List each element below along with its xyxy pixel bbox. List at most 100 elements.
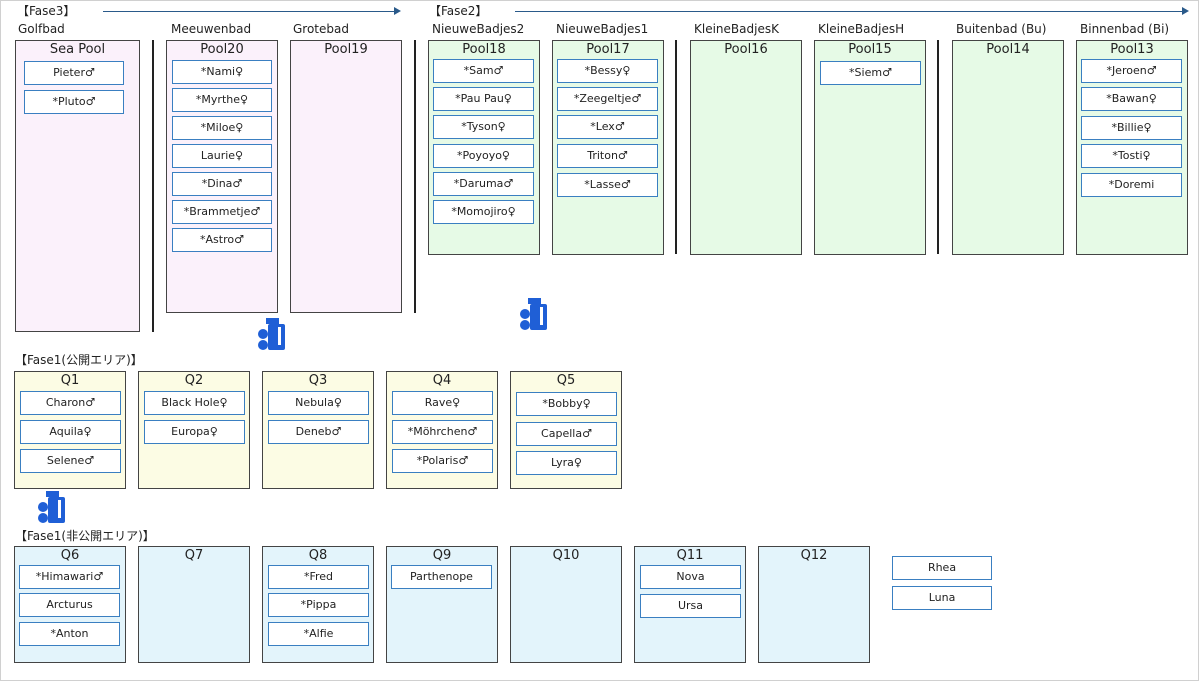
phase-fase1-public-label: 【Fase1(公開エリア)】 <box>15 353 143 367</box>
phase-fase1-private-label: 【Fase1(非公開エリア)】 <box>15 529 155 543</box>
animal-item: Aquila♀ <box>20 420 121 444</box>
pool-title: Pool15 <box>848 42 892 57</box>
group-nieuwebadjes1: NieuweBadjes1 <box>556 22 649 36</box>
pool-q4: Q4 Rave♀ *Möhrchen♂ *Polaris♂ <box>386 371 498 489</box>
camera-icon <box>520 298 547 330</box>
fase2-arrow <box>515 7 1189 15</box>
animal-item: *Pippa <box>268 593 369 617</box>
phase-fase3-label: 【Fase3】 <box>17 4 76 18</box>
pool-q3: Q3 Nebula♀ Deneb♂ <box>262 371 374 489</box>
pool-q10: Q10 <box>510 546 622 663</box>
pool-q9: Q9 Parthenope <box>386 546 498 663</box>
animal-item: *Bawan♀ <box>1081 87 1182 111</box>
pool-title: Pool18 <box>462 42 506 57</box>
pool-pool16: Pool16 <box>690 40 802 255</box>
pool-title: Pool20 <box>200 42 244 57</box>
animal-item: Capella♂ <box>516 422 617 446</box>
pool-title: Q6 <box>60 548 80 563</box>
pool-pool17: Pool17 *Bessy♀ *Zeegeltje♂ *Lex♂ Triton♂… <box>552 40 664 255</box>
animal-item: *Bobby♀ <box>516 392 617 416</box>
group-kleinebadjesh: KleineBadjesH <box>818 22 905 36</box>
group-meeuwenbad: Meeuwenbad <box>171 22 252 36</box>
animal-item-luna: Luna <box>892 586 992 610</box>
separator <box>675 40 677 254</box>
pool-pool18: Pool18 *Sam♂ *Pau Pau♀ *Tyson♀ *Poyoyo♀ … <box>428 40 540 255</box>
pool-q8: Q8 *Fred *Pippa *Alfie <box>262 546 374 663</box>
animal-item: *Astro♂ <box>172 228 272 252</box>
animal-item: *Sam♂ <box>433 59 534 83</box>
pool-pool20: Pool20 *Nami♀ *Myrthe♀ *Miloe♀ Laurie♀ *… <box>166 40 278 313</box>
animal-item: Pieter♂ <box>24 61 124 85</box>
animal-item: *Lasse♂ <box>557 173 658 197</box>
animal-item: *Siem♂ <box>820 61 921 85</box>
animal-item: *Momojiro♀ <box>433 200 534 224</box>
group-nieuwebadjes2: NieuweBadjes2 <box>432 22 525 36</box>
animal-item: *Pluto♂ <box>24 90 124 114</box>
animal-item: *Tyson♀ <box>433 115 534 139</box>
separator <box>937 40 939 254</box>
pool-title: Q4 <box>432 373 452 388</box>
animal-item: Deneb♂ <box>268 420 369 444</box>
pool-q11: Q11 Nova Ursa <box>634 546 746 663</box>
pool-q7: Q7 <box>138 546 250 663</box>
pool-title: Q7 <box>184 548 204 563</box>
separator <box>152 40 154 332</box>
animal-item: Lyra♀ <box>516 451 617 475</box>
pool-title: Q10 <box>552 548 580 563</box>
pool-title: Q11 <box>676 548 704 563</box>
animal-item: *Myrthe♀ <box>172 88 272 112</box>
pool-q2: Q2 Black Hole♀ Europa♀ <box>138 371 250 489</box>
animal-item: Charon♂ <box>20 391 121 415</box>
pool-title: Q2 <box>184 373 204 388</box>
animal-item: Ursa <box>640 594 741 618</box>
animal-item: Triton♂ <box>557 144 658 168</box>
animal-item: *Brammetje♂ <box>172 200 272 224</box>
animal-item: Selene♂ <box>20 449 121 473</box>
animal-item: *Billie♀ <box>1081 116 1182 140</box>
fase3-arrow <box>103 7 401 15</box>
pool-q12: Q12 <box>758 546 870 663</box>
pool-title: Pool14 <box>986 42 1030 57</box>
animal-item: Arcturus <box>19 593 120 617</box>
group-binnenbad: Binnenbad (Bi) <box>1080 22 1170 36</box>
animal-item: *Poyoyo♀ <box>433 144 534 168</box>
pool-sea-pool: Sea Pool Pieter♂ *Pluto♂ <box>15 40 140 332</box>
pool-pool14: Pool14 <box>952 40 1064 255</box>
pool-title: Q9 <box>432 548 452 563</box>
animal-item: Parthenope <box>391 565 492 589</box>
pool-title: Q8 <box>308 548 328 563</box>
animal-item: *Doremi <box>1081 173 1182 197</box>
pool-title: Q3 <box>308 373 328 388</box>
animal-item: Black Hole♀ <box>144 391 245 415</box>
group-kleinebadjesk: KleineBadjesK <box>694 22 779 36</box>
animal-item: *Pau Pau♀ <box>433 87 534 111</box>
camera-icon <box>258 318 285 350</box>
pool-title: Pool17 <box>586 42 630 57</box>
animal-item-rhea: Rhea <box>892 556 992 580</box>
pool-pool15: Pool15 *Siem♂ <box>814 40 926 255</box>
animal-item: *Miloe♀ <box>172 116 272 140</box>
group-golfbad: Golfbad <box>18 22 65 36</box>
animal-item: Nebula♀ <box>268 391 369 415</box>
animal-item: *Jeroen♂ <box>1081 59 1182 83</box>
pool-title: Sea Pool <box>49 42 106 57</box>
animal-item: *Himawari♂ <box>19 565 120 589</box>
animal-item: *Möhrchen♂ <box>392 420 493 444</box>
group-buitenbad: Buitenbad (Bu) <box>956 22 1047 36</box>
animal-item: *Bessy♀ <box>557 59 658 83</box>
animal-item: *Anton <box>19 622 120 646</box>
pool-q5: Q5 *Bobby♀ Capella♂ Lyra♀ <box>510 371 622 489</box>
pool-q1: Q1 Charon♂ Aquila♀ Selene♂ <box>14 371 126 489</box>
pool-q6: Q6 *Himawari♂ Arcturus *Anton <box>14 546 126 663</box>
separator <box>414 40 416 313</box>
pool-pool13: Pool13 *Jeroen♂ *Bawan♀ *Billie♀ *Tosti♀… <box>1076 40 1188 255</box>
animal-item: Laurie♀ <box>172 144 272 168</box>
pool-title: Q12 <box>800 548 828 563</box>
animal-item: Europa♀ <box>144 420 245 444</box>
animal-item: *Tosti♀ <box>1081 144 1182 168</box>
pool-title: Pool19 <box>324 42 368 57</box>
animal-item: *Polaris♂ <box>392 449 493 473</box>
animal-item: Rave♀ <box>392 391 493 415</box>
animal-item: *Zeegeltje♂ <box>557 87 658 111</box>
